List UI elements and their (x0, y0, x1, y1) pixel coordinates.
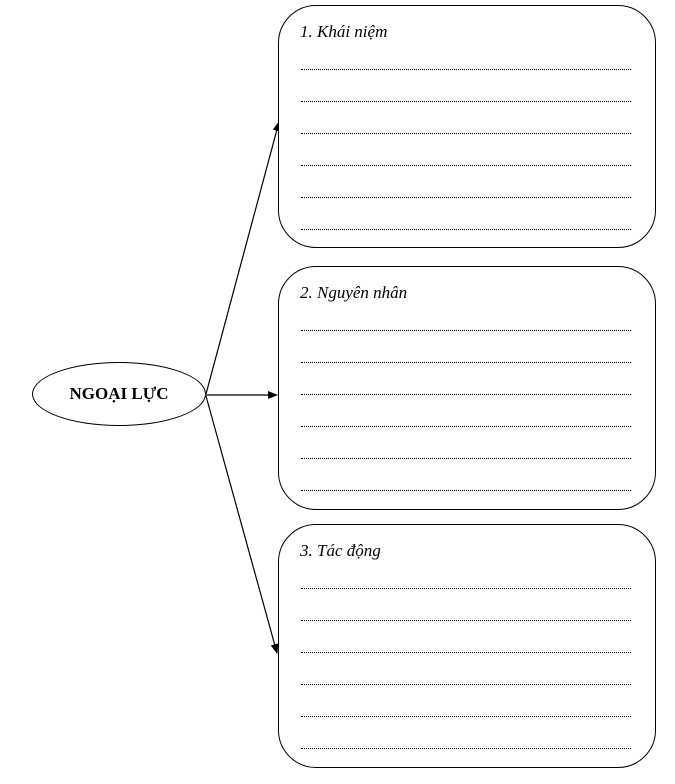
blank-line (301, 101, 631, 102)
box-title-tac-dong: 3. Tác động (300, 541, 381, 560)
blank-line (301, 165, 631, 166)
blank-line (301, 652, 631, 653)
center-node-label: NGOẠI LỰC (69, 384, 169, 403)
blank-line (301, 716, 631, 717)
blank-line (301, 748, 631, 749)
blank-line (301, 330, 631, 331)
blank-line (301, 620, 631, 621)
arrow-to-tac-dong (205, 395, 279, 654)
blank-line (301, 588, 631, 589)
blank-line (301, 133, 631, 134)
box-title-khai-niem: 1. Khái niệm (300, 22, 388, 41)
box-title-nguyen-nhan: 2. Nguyên nhân (300, 283, 408, 302)
blank-line (301, 458, 631, 459)
blank-line (301, 229, 631, 230)
box-tac-dong: 3. Tác động (278, 524, 656, 768)
blank-line (301, 362, 631, 363)
center-node-ngoai-luc: NGOẠI LỰC (32, 362, 206, 426)
blank-line (301, 490, 631, 491)
box-nguyen-nhan: 2. Nguyên nhân (278, 266, 656, 510)
blank-line (301, 426, 631, 427)
blank-line (301, 69, 631, 70)
blank-line (301, 197, 631, 198)
blank-line (301, 394, 631, 395)
arrow-to-khai-niem (205, 121, 281, 395)
blank-line (301, 684, 631, 685)
box-khai-niem: 1. Khái niệm (278, 5, 656, 248)
